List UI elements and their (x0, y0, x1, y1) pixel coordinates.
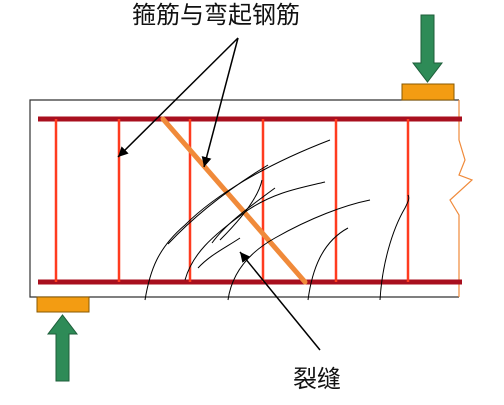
leader-to-stirrup (117, 37, 239, 158)
crack (167, 164, 269, 245)
bent-bar (160, 116, 308, 285)
arrow-up-icon (46, 314, 79, 382)
leader-to-bent-bar (201, 37, 239, 168)
cracks (144, 139, 410, 301)
crack (379, 194, 410, 301)
leader-lines (117, 37, 321, 351)
break-mark (449, 100, 474, 297)
stirrups (54, 119, 410, 282)
cracks-label: 裂缝 (293, 365, 341, 393)
crack (144, 139, 331, 301)
crack (197, 237, 241, 269)
crack (184, 181, 326, 281)
crack (307, 227, 349, 301)
arrow-down-icon (411, 14, 444, 83)
crack (219, 179, 263, 241)
stirrups-and-bent-bars-label: 箍筋与弯起钢筋 (132, 1, 300, 29)
beam-outline (29, 99, 459, 298)
top-load-plate (401, 83, 455, 101)
crack (227, 199, 371, 301)
crack (211, 187, 276, 244)
leader-to-crack (239, 251, 321, 351)
bottom-support-plate (36, 296, 90, 313)
